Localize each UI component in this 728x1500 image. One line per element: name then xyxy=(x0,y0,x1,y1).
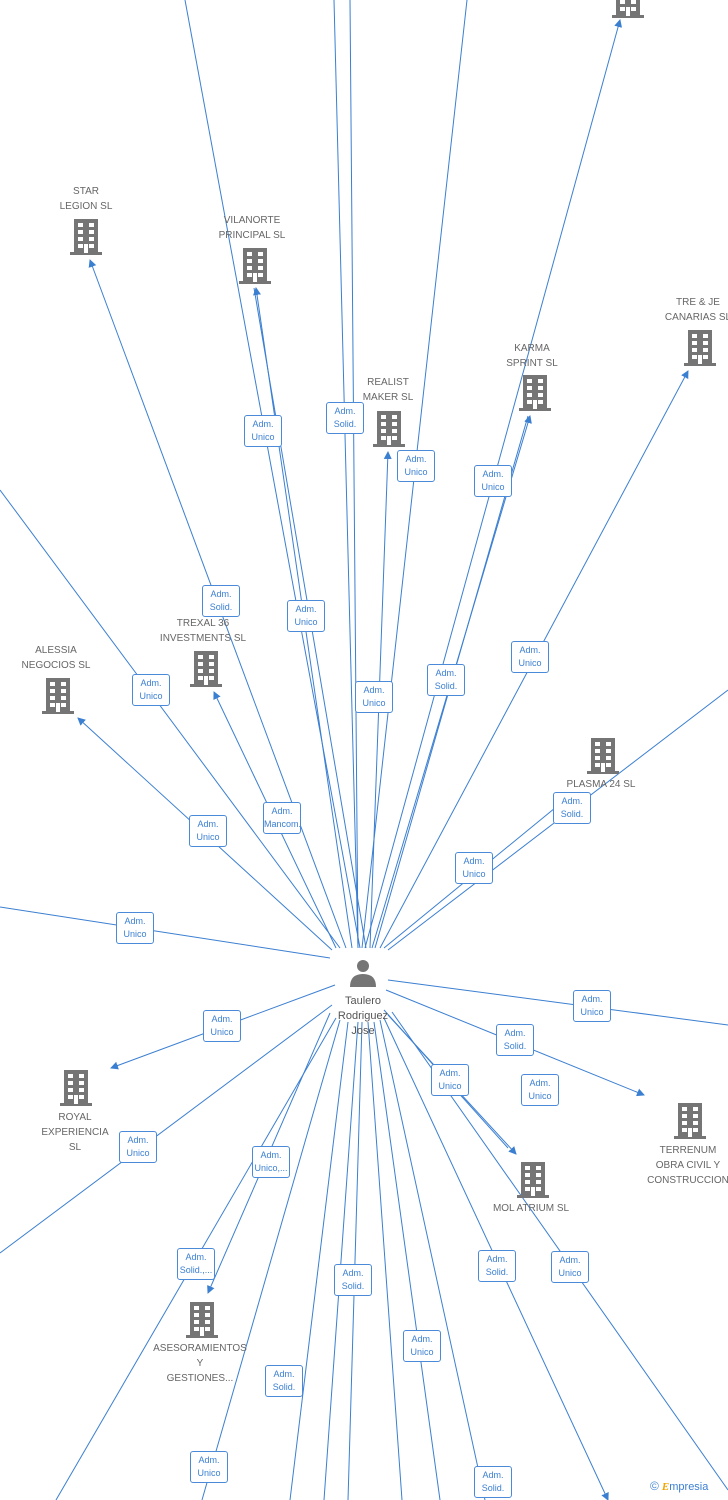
relationship-role-label[interactable]: Adm.Unico xyxy=(403,1330,441,1362)
person-icon[interactable] xyxy=(350,960,376,987)
relationship-edge xyxy=(379,1019,486,1500)
relationship-edge xyxy=(0,489,341,949)
company-building-icon[interactable] xyxy=(70,219,102,255)
relationship-edge xyxy=(373,1021,441,1500)
relationship-role-label[interactable]: Adm.Unico xyxy=(119,1131,157,1163)
company-name-plasma[interactable]: PLASMA 24 SL xyxy=(566,779,636,790)
relationship-role-label[interactable]: Adm.Unico,... xyxy=(252,1146,290,1178)
company-building-icon[interactable] xyxy=(186,1302,218,1338)
company-building-icon[interactable] xyxy=(674,1103,706,1139)
company-building-icon[interactable] xyxy=(60,1070,92,1106)
relationship-edge xyxy=(184,0,361,949)
relationship-role-label[interactable]: Adm.Unico xyxy=(355,681,393,713)
relationship-role-label[interactable]: Adm.Unico xyxy=(474,465,512,497)
relationship-edge xyxy=(289,1021,349,1500)
relationship-role-label[interactable]: Adm.Unico xyxy=(132,674,170,706)
relationship-role-label[interactable]: Adm.Unico xyxy=(431,1064,469,1096)
company-building-icon[interactable] xyxy=(373,411,405,447)
relationship-role-label[interactable]: Adm.Unico xyxy=(521,1074,559,1106)
relationship-role-label[interactable]: Adm.Unico xyxy=(287,600,325,632)
relationship-role-label[interactable]: Adm.Solid. xyxy=(326,402,364,434)
relationship-role-label[interactable]: Adm.Unico xyxy=(189,815,227,847)
relationship-role-label[interactable]: Adm.Solid. xyxy=(427,664,465,696)
relationship-edge xyxy=(333,0,359,949)
relationship-edge xyxy=(0,906,331,959)
relationship-role-label[interactable]: Adm.Solid. xyxy=(474,1466,512,1498)
relationship-edge xyxy=(367,1021,403,1500)
relationship-role-label[interactable]: Adm.Mancom. xyxy=(263,802,301,834)
relationship-role-label[interactable]: Adm.Unico xyxy=(397,450,435,482)
relationship-role-label[interactable]: Adm.Solid. xyxy=(334,1264,372,1296)
relationship-role-label[interactable]: Adm.Unico xyxy=(203,1010,241,1042)
relationship-role-label[interactable]: Adm.Unico xyxy=(551,1251,589,1283)
company-building-icon[interactable] xyxy=(587,738,619,774)
company-building-icon[interactable] xyxy=(612,0,644,18)
company-building-icon[interactable] xyxy=(190,651,222,687)
relationship-role-label[interactable]: Adm.Unico xyxy=(573,990,611,1022)
relationship-role-label[interactable]: Adm.Unico xyxy=(455,852,493,884)
relationship-edge xyxy=(201,1019,341,1500)
company-building-icon[interactable] xyxy=(42,678,74,714)
relationship-edge xyxy=(0,1004,333,1254)
relationship-role-label[interactable]: Adm.Unico xyxy=(116,912,154,944)
company-name-mol-atrium[interactable]: MOL ATRIUM SL xyxy=(492,1203,570,1214)
relationship-edge xyxy=(347,1021,363,1500)
relationship-role-label[interactable]: Adm.Unico xyxy=(244,415,282,447)
empresia-watermark: © Empresia xyxy=(650,1479,709,1493)
relationship-edge xyxy=(387,979,728,1026)
relationship-edge xyxy=(323,1021,359,1500)
relationship-role-label[interactable]: Adm.Solid. xyxy=(202,585,240,617)
relationship-edge xyxy=(349,0,359,949)
company-building-icon[interactable] xyxy=(519,375,551,411)
relationship-role-label[interactable]: Adm.Unico xyxy=(511,641,549,673)
relationship-role-label[interactable]: Adm.Unico xyxy=(190,1451,228,1483)
company-building-icon[interactable] xyxy=(239,248,271,284)
relationship-role-label[interactable]: Adm.Solid. xyxy=(478,1250,516,1282)
relationship-role-label[interactable]: Adm.Solid. xyxy=(265,1365,303,1397)
relationship-role-label[interactable]: Adm.Solid. xyxy=(496,1024,534,1056)
relationship-role-label[interactable]: Adm.Solid.,... xyxy=(177,1248,215,1280)
company-building-icon[interactable] xyxy=(684,330,716,366)
relationship-role-label[interactable]: Adm.Solid. xyxy=(553,792,591,824)
company-building-icon[interactable] xyxy=(517,1162,549,1198)
